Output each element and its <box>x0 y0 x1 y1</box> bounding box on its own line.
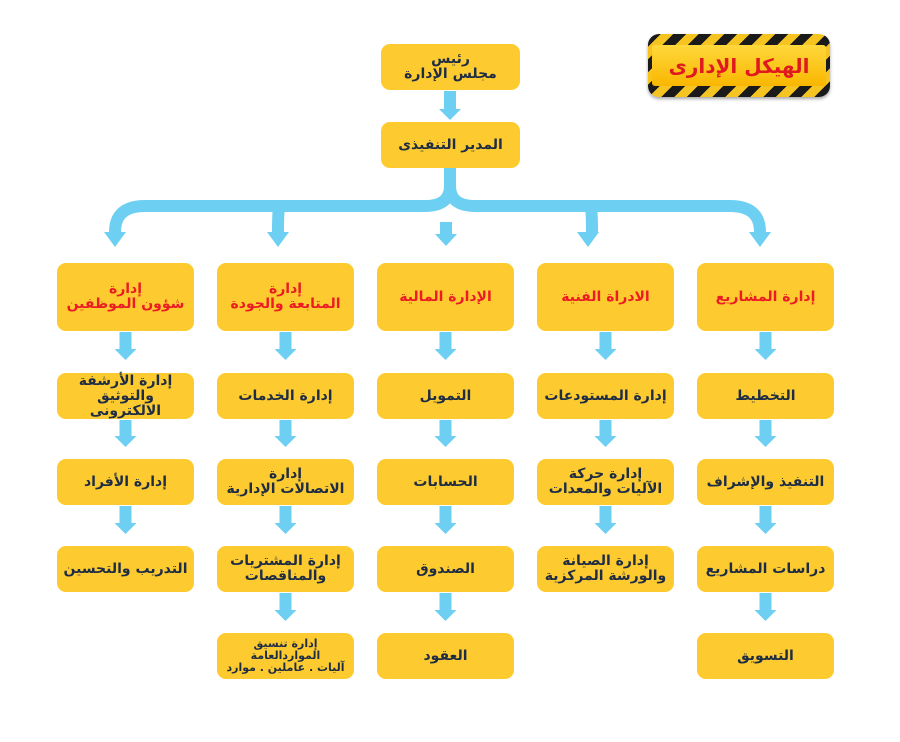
unit-box-projects: دراسات المشاريع <box>697 546 834 592</box>
connector-arrow <box>274 506 297 534</box>
unit-box-quality-line: إدارة <box>268 466 303 482</box>
unit-box-finance-line: الصندوق <box>416 560 475 577</box>
unit-box-quality-line: إدارة تنسيق <box>253 637 318 650</box>
connector-arrow <box>114 420 137 447</box>
connector-arrow <box>594 506 617 534</box>
connector-arrow <box>114 506 137 534</box>
connector-arrow <box>274 332 297 360</box>
department-box-hr-line: إدارة <box>108 281 143 297</box>
connector-arrow <box>754 593 777 621</box>
connector-arrow <box>754 420 777 447</box>
unit-box-quality-line: آليات . عاملين . موارد <box>226 661 345 674</box>
department-box-projects: إدارة المشاريع <box>697 263 834 331</box>
branch-connector <box>109 168 766 233</box>
department-box-hr-line: شؤون الموظفين <box>66 296 185 312</box>
unit-box-finance-line: العقود <box>423 647 468 664</box>
connector-arrow <box>749 232 771 247</box>
unit-box-quality: إدارة الخدمات <box>217 373 354 419</box>
department-box-technical: الادراة الفنية <box>537 263 674 331</box>
department-box-quality-line: المتابعة والجودة <box>230 296 341 312</box>
unit-box-technical-line: والورشة المركزية <box>544 568 667 584</box>
unit-box-quality-line: إدارة المشتريات <box>230 553 341 569</box>
unit-box-projects-line: دراسات المشاريع <box>705 560 826 577</box>
connector-arrow <box>439 91 461 120</box>
unit-box-hr-line: التدريب والتحسين <box>63 560 188 577</box>
connector-arrow <box>754 332 777 360</box>
chairman-box: رئيس مجلس الإدارة <box>381 44 520 90</box>
department-box-quality-line: إدارة <box>268 281 303 297</box>
unit-box-technical-line: إدارة الصيانة <box>562 553 649 569</box>
department-box-finance-line: الإدارة المالية <box>399 288 492 305</box>
unit-box-hr-line: إدارة الأفراد <box>83 473 168 490</box>
department-box-technical-line: الادراة الفنية <box>561 288 650 305</box>
connector-arrow <box>754 506 777 534</box>
unit-box-technical-line: إدارة حركة <box>568 466 643 482</box>
unit-box-projects-line: التخطيط <box>735 387 796 404</box>
unit-box-quality-line: الاتصالات الإدارية <box>226 481 345 497</box>
connector-arrow <box>434 506 457 534</box>
title-badge: الهيكل الإدارى <box>648 34 830 97</box>
department-box-projects-line: إدارة المشاريع <box>715 288 816 305</box>
unit-box-hr-line: والتوثيق الالكترونى <box>89 387 162 419</box>
unit-box-technical-line: إدارة المستودعات <box>544 387 667 404</box>
unit-box-projects-line: التنفيذ والإشراف <box>706 473 825 490</box>
unit-box-finance: التمويل <box>377 373 514 419</box>
connector-arrow <box>274 593 297 621</box>
department-box-finance: الإدارة المالية <box>377 263 514 331</box>
connector-arrow <box>594 420 617 447</box>
unit-box-finance: الحسابات <box>377 459 514 505</box>
unit-box-technical-line: الآليات والمعدات <box>548 481 663 497</box>
unit-box-hr-line: إدارة الأرشفة <box>78 372 173 389</box>
unit-box-finance: العقود <box>377 633 514 679</box>
executive-label: المدير التنفيذى <box>398 136 503 153</box>
executive-box: المدير التنفيذى <box>381 122 520 168</box>
unit-box-projects-line: التسويق <box>737 647 794 664</box>
unit-box-quality-line: إدارة الخدمات <box>238 387 333 404</box>
connector-arrow <box>577 232 599 247</box>
connector-arrow <box>274 420 297 447</box>
unit-box-finance: الصندوق <box>377 546 514 592</box>
connector-arrow <box>267 232 289 247</box>
unit-box-finance-line: الحسابات <box>413 473 478 490</box>
unit-box-projects: التخطيط <box>697 373 834 419</box>
chairman-line: رئيس <box>431 51 470 67</box>
connector-arrow <box>434 332 457 360</box>
connector-arrow <box>435 222 457 246</box>
connector-arrow <box>114 332 137 360</box>
unit-box-projects: التسويق <box>697 633 834 679</box>
page-title: الهيكل الإدارى <box>652 45 826 86</box>
unit-box-technical: إدارة المستودعات <box>537 373 674 419</box>
unit-box-quality-line: والمناقصات <box>244 568 327 584</box>
unit-box-hr: إدارة الأفراد <box>57 459 194 505</box>
unit-box-quality-line: المواردالعامة <box>250 649 321 662</box>
connector-arrow <box>434 593 457 621</box>
chairman-line: مجلس الإدارة <box>404 66 497 82</box>
connector-arrow <box>594 332 617 360</box>
unit-box-projects: التنفيذ والإشراف <box>697 459 834 505</box>
connector-arrow <box>434 420 457 447</box>
unit-box-finance-line: التمويل <box>419 387 472 404</box>
connector-arrow <box>104 232 126 247</box>
unit-box-hr: التدريب والتحسين <box>57 546 194 592</box>
